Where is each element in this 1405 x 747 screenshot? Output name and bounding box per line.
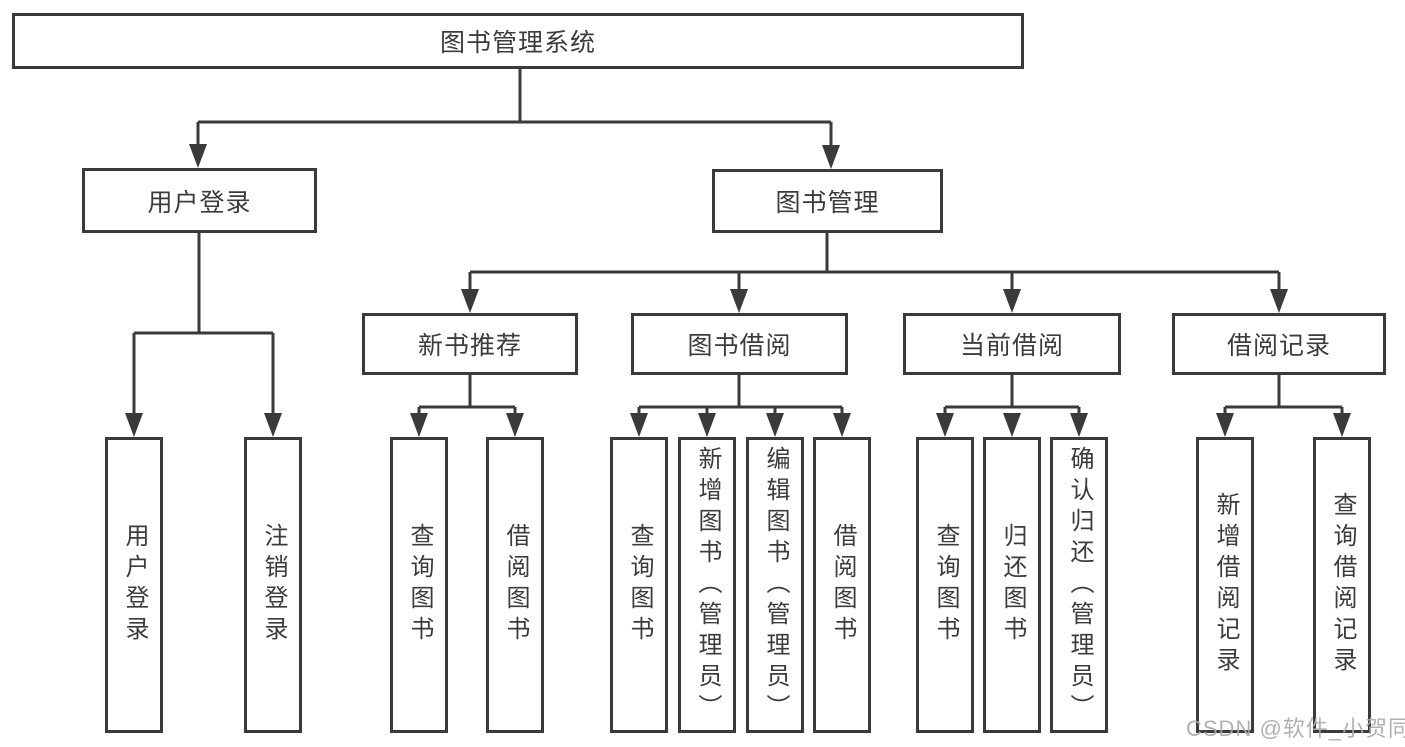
- connector-book-borrow-group: [637, 375, 844, 416]
- node-label: 图书管理系统: [439, 29, 596, 57]
- node-user-login: 用户登录: [82, 168, 317, 233]
- leaf-query-books-2: 查询图书: [610, 437, 668, 733]
- node-label: 用户登录: [147, 188, 252, 217]
- connector-book-management-group: [468, 233, 1281, 292]
- leaf-borrow-books-2: 借阅图书: [813, 437, 871, 733]
- node-current-borrow: 当前借阅: [903, 313, 1121, 375]
- node-book-borrow: 图书借阅: [631, 313, 848, 375]
- leaf-edit-book-admin: 编辑图书（管理员）: [746, 437, 804, 733]
- leaf-user-login: 用户登录: [105, 437, 163, 733]
- leaf-confirm-return-admin: 确认归还（管理员）: [1050, 437, 1108, 733]
- arrowheads: [125, 144, 1351, 437]
- connector-root-to-level2: [196, 69, 833, 149]
- leaf-query-borrow-record: 查询借阅记录: [1313, 437, 1371, 733]
- node-label: 借阅记录: [1226, 332, 1331, 360]
- leaf-return-book: 归还图书: [983, 437, 1041, 733]
- leaf-query-books: 查询图书: [390, 437, 448, 733]
- leaf-logout: 注销登录: [244, 437, 302, 733]
- node-label: 新书推荐: [417, 332, 522, 360]
- node-borrow-records: 借阅记录: [1172, 313, 1386, 375]
- connector-borrow-records-group: [1223, 375, 1344, 416]
- node-label: 图书借阅: [687, 332, 792, 360]
- node-label: 图书管理: [775, 189, 880, 217]
- leaf-query-books-3: 查询图书: [916, 437, 974, 733]
- node-label: 当前借阅: [959, 332, 1064, 360]
- watermark: CSDN @软件_小贺同学: [1186, 716, 1405, 741]
- leaf-borrow-books: 借阅图书: [486, 437, 544, 733]
- connector-user-login-group: [132, 233, 275, 416]
- node-new-book-recommend: 新书推荐: [362, 313, 578, 375]
- connector-current-borrow-group: [943, 375, 1081, 416]
- connector-new-book-group: [417, 375, 517, 416]
- node-library-management-system: 图书管理系统: [12, 13, 1024, 69]
- leaf-add-borrow-record: 新增借阅记录: [1196, 437, 1254, 733]
- leaf-add-book-admin: 新增图书（管理员）: [678, 437, 736, 733]
- node-book-management: 图书管理: [712, 169, 943, 233]
